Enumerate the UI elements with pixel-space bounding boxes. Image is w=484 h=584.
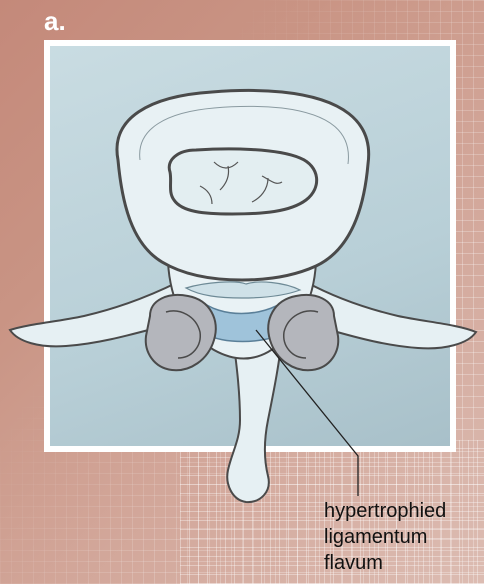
callout-line-1: hypertrophied [324,498,446,524]
nucleus-pulposus [169,149,316,214]
callout-line-3: flavum [324,550,446,576]
facet-joint-left [146,295,216,370]
callout-label: hypertrophied ligamentum flavum [324,498,446,576]
callout-line-2: ligamentum [324,524,446,550]
